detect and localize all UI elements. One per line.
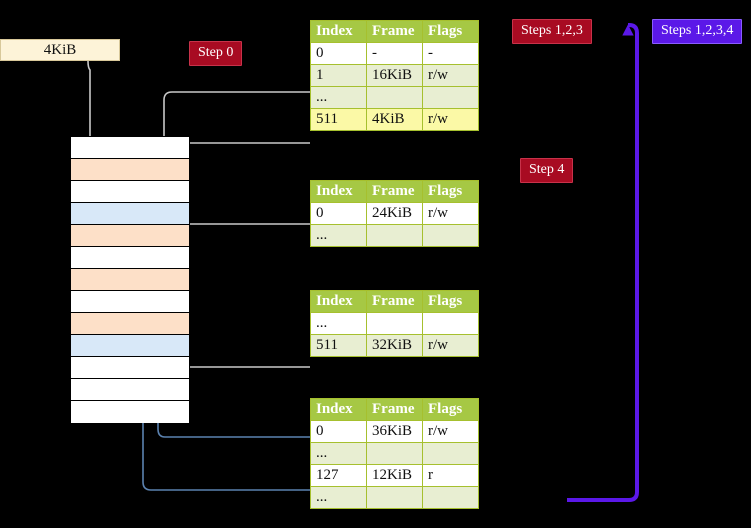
- table-cell: -: [366, 42, 423, 65]
- badge-step-0: Step 0: [189, 41, 243, 66]
- memory-cell: [71, 159, 189, 181]
- memory-cell: [71, 181, 189, 203]
- table-cell: r/w: [422, 202, 479, 225]
- table-cell: 24KiB: [366, 202, 423, 225]
- memory-cell: [71, 203, 189, 225]
- memory-cell: [71, 313, 189, 335]
- column-header-flags: Flags: [422, 398, 479, 421]
- column-header-frame: Frame: [366, 180, 423, 203]
- connector-t2-row511-to-memory: [173, 314, 310, 368]
- table-cell: 511: [310, 108, 367, 131]
- column-header-frame: Frame: [366, 20, 423, 43]
- table-cell: 0: [310, 420, 367, 443]
- table-cell: ...: [310, 486, 367, 509]
- frame-size-label: 4KiB: [43, 41, 77, 58]
- memory-cell: [71, 379, 189, 401]
- table-cell: ...: [310, 86, 367, 109]
- badge-steps-1-2-3-4: Steps 1,2,3,4: [652, 19, 743, 44]
- table-cell: [422, 312, 479, 335]
- violet-bracket-arrow: [567, 23, 639, 502]
- connector-t0-row511-to-memory: [174, 142, 310, 182]
- connector-t0-row1-to-memory: [163, 91, 310, 146]
- frame-size-box: 4KiB: [0, 39, 120, 61]
- memory-cell: [71, 335, 189, 357]
- memory-cell: [71, 401, 189, 423]
- table-cell: ...: [310, 312, 367, 335]
- table-row: ...: [310, 486, 479, 509]
- table-cell: r/w: [422, 420, 479, 443]
- table-row: ...: [310, 86, 479, 109]
- badge-step-4: Step 4: [520, 158, 574, 183]
- table-cell: -: [422, 42, 479, 65]
- table-cell: [366, 312, 423, 335]
- memory-cell: [71, 247, 189, 269]
- memory-cell: [71, 137, 189, 159]
- table-row: ...: [310, 312, 479, 335]
- memory-cell: [71, 225, 189, 247]
- table-cell: [422, 442, 479, 465]
- memory-cell: [71, 357, 189, 379]
- table-cell: ...: [310, 442, 367, 465]
- table-row: ...: [310, 442, 479, 465]
- table-cell: 32KiB: [366, 334, 423, 357]
- badge-steps-1-2-3: Steps 1,2,3: [512, 19, 592, 44]
- memory-cell: [71, 291, 189, 313]
- table-row: ...: [310, 224, 479, 247]
- table-cell: 12KiB: [366, 464, 423, 487]
- table-cell: [422, 224, 479, 247]
- table-cell: r/w: [422, 64, 479, 87]
- table-cell: [366, 86, 423, 109]
- table-cell: 127: [310, 464, 367, 487]
- table-cell: r/w: [422, 334, 479, 357]
- column-header-index: Index: [310, 180, 367, 203]
- table-cell: [366, 442, 423, 465]
- column-header-flags: Flags: [422, 20, 479, 43]
- column-header-flags: Flags: [422, 180, 479, 203]
- table-cell: 16KiB: [366, 64, 423, 87]
- table-cell: ...: [310, 224, 367, 247]
- table-cell: [366, 486, 423, 509]
- table-cell: r: [422, 464, 479, 487]
- column-header-frame: Frame: [366, 398, 423, 421]
- table-cell: 36KiB: [366, 420, 423, 443]
- column-header-index: Index: [310, 290, 367, 313]
- memory-column: [70, 136, 190, 423]
- table-cell: 1: [310, 64, 367, 87]
- table-cell: r/w: [422, 108, 479, 131]
- table-cell: 4KiB: [366, 108, 423, 131]
- table-cell: 0: [310, 202, 367, 225]
- connector-t1-row0-to-memory: [179, 223, 310, 260]
- table-row: 0--: [310, 42, 479, 65]
- column-header-index: Index: [310, 20, 367, 43]
- table-cell: 511: [310, 334, 367, 357]
- memory-cell: [71, 269, 189, 291]
- table-cell: 0: [310, 42, 367, 65]
- table-cell: [366, 224, 423, 247]
- column-header-frame: Frame: [366, 290, 423, 313]
- column-header-index: Index: [310, 398, 367, 421]
- column-header-flags: Flags: [422, 290, 479, 313]
- table-cell: [422, 86, 479, 109]
- table-cell: [422, 486, 479, 509]
